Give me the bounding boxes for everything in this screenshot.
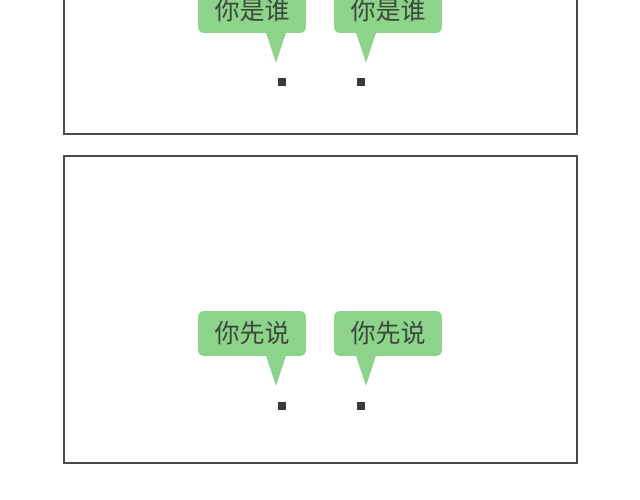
speech-bubble-left: 你是谁 [198,0,306,33]
comic-panel-bottom [63,155,578,464]
speech-bubble-right: 你先说 [334,311,442,356]
character-dot-right [357,78,365,86]
speech-bubble-tail [266,356,286,386]
comic-panel-top [63,0,578,135]
speech-bubble-tail [266,33,286,63]
speech-bubble-tail [356,33,376,63]
speech-bubble-tail [356,356,376,386]
speech-bubble-right: 你是谁 [334,0,442,33]
speech-bubble-left: 你先说 [198,311,306,356]
character-dot-right [357,402,365,410]
character-dot-left [278,78,286,86]
character-dot-left [278,402,286,410]
